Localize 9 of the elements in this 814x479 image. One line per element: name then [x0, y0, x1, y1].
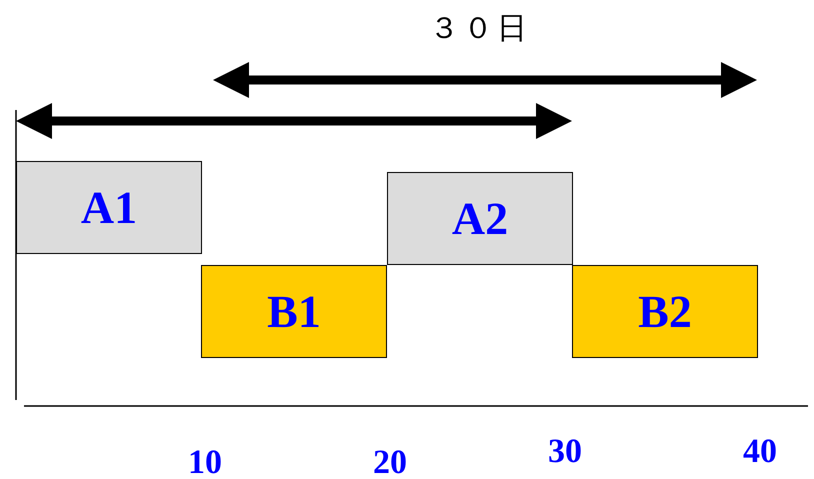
tick-label: 20	[373, 446, 407, 479]
tick-label: 30	[548, 435, 582, 469]
tick-label: 40	[743, 435, 777, 469]
tick-label: 10	[188, 446, 222, 479]
duration-label: ３０日	[429, 14, 531, 44]
bar-box: A2	[387, 172, 573, 265]
bar-box: B1	[201, 265, 387, 358]
bar-box: B2	[572, 265, 758, 358]
bar-box: A1	[16, 161, 202, 254]
